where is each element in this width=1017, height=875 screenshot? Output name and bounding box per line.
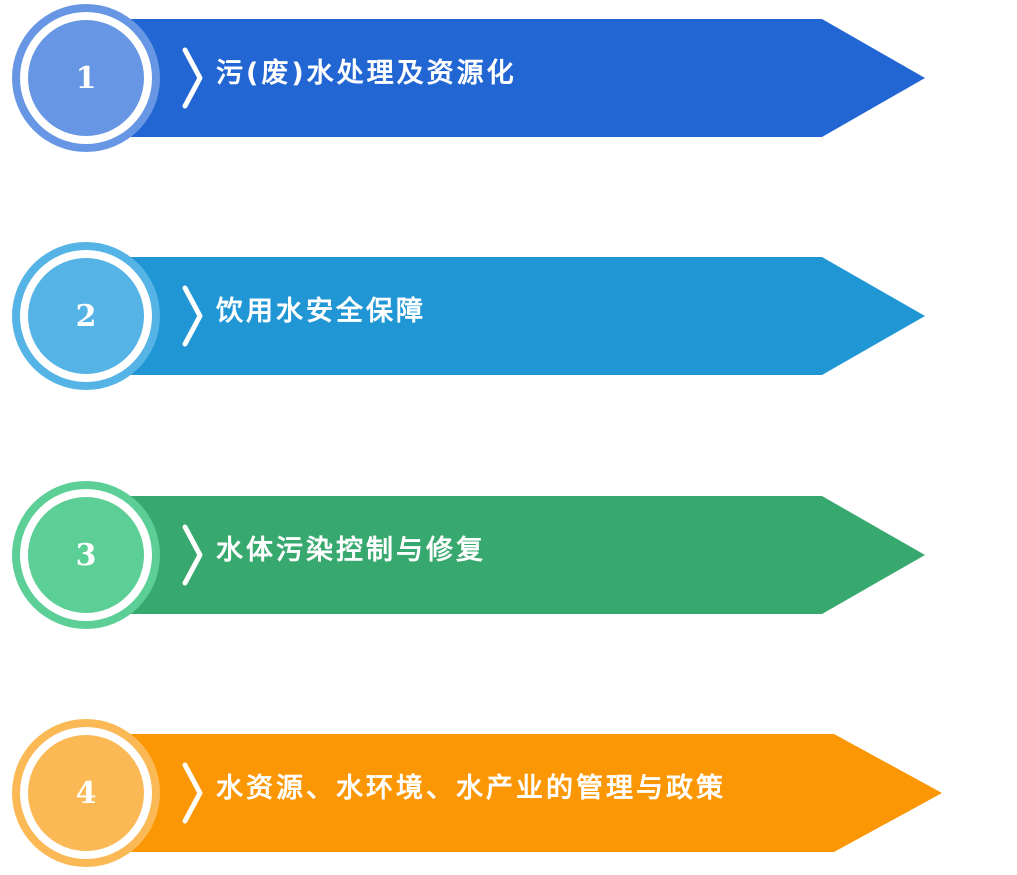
step-3-badge-gap: 3	[20, 489, 152, 621]
step-1-badge-gap: 1	[20, 12, 152, 144]
step-3-arrow-polygon	[120, 496, 925, 614]
chevron-right-icon	[182, 762, 203, 824]
step-3-number: 3	[75, 537, 97, 573]
step-2-arrow-banner	[120, 257, 925, 375]
step-2-label: 饮用水安全保障	[216, 296, 426, 327]
chevron-right-icon	[182, 285, 203, 347]
step-1-arrow-polygon	[120, 19, 925, 137]
step-4-badge-gap: 4	[20, 727, 152, 859]
step-1-arrow-banner	[120, 19, 925, 137]
step-2-badge-ring: 2	[12, 242, 160, 390]
step-3: 3 水体污染控制与修复	[0, 477, 1017, 637]
step-1-badge: 1	[28, 20, 144, 136]
step-3-arrow-banner	[120, 496, 925, 614]
step-2-badge-gap: 2	[20, 250, 152, 382]
step-1-badge-ring: 1	[12, 4, 160, 152]
step-4-label: 水资源、水环境、水产业的管理与政策	[216, 773, 726, 804]
chevron-right-icon	[182, 47, 203, 109]
step-4-badge: 4	[28, 735, 144, 851]
step-1-label: 污(废)水处理及资源化	[216, 58, 517, 89]
step-4-arrow-polygon	[120, 734, 942, 852]
step-3-label: 水体污染控制与修复	[216, 535, 486, 566]
step-1-number: 1	[75, 60, 97, 96]
step-2: 2 饮用水安全保障	[0, 238, 1017, 398]
step-1: 1 污(废)水处理及资源化	[0, 0, 1017, 160]
step-3-badge-ring: 3	[12, 481, 160, 629]
step-3-badge: 3	[28, 497, 144, 613]
chevron-right-icon	[182, 524, 203, 586]
step-2-badge: 2	[28, 258, 144, 374]
step-4: 4 水资源、水环境、水产业的管理与政策	[0, 715, 1017, 875]
step-4-arrow-banner	[120, 734, 942, 852]
step-4-number: 4	[75, 775, 97, 811]
step-2-number: 2	[75, 298, 97, 334]
step-4-badge-ring: 4	[12, 719, 160, 867]
step-2-arrow-polygon	[120, 257, 925, 375]
